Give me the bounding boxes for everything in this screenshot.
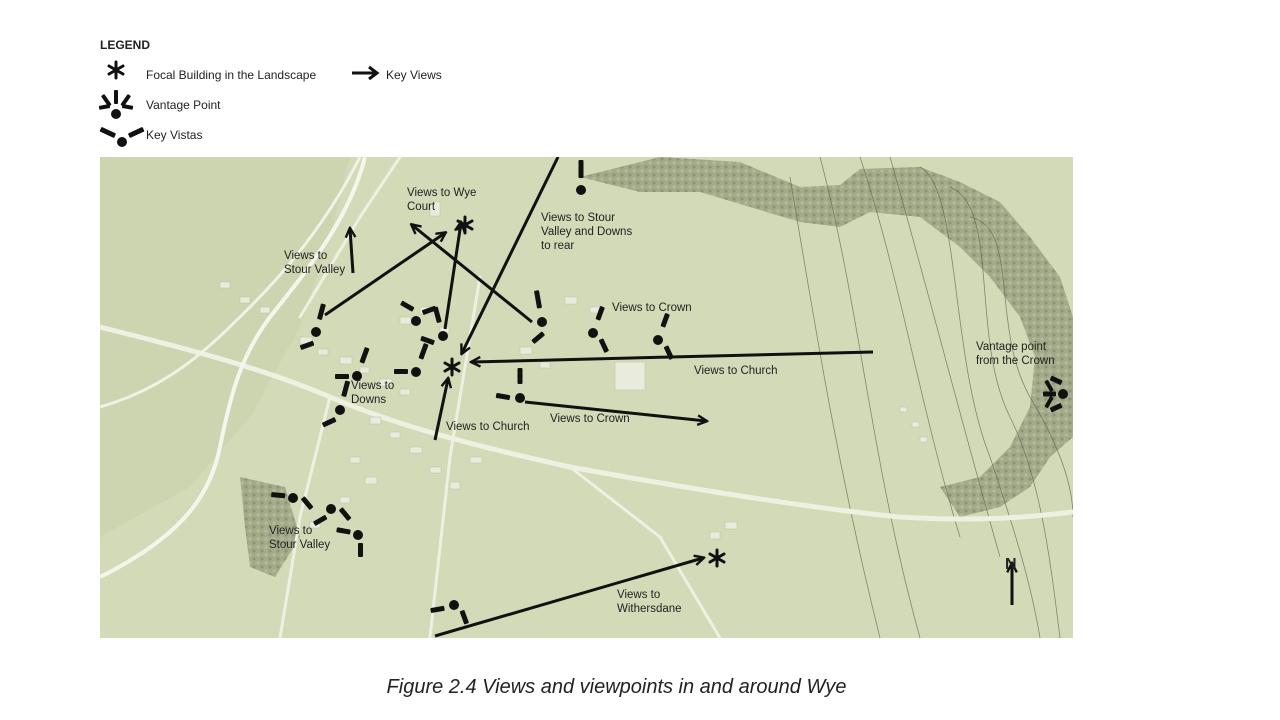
- vantage-point-icon: [98, 90, 134, 119]
- key-vista-icon: [99, 127, 145, 147]
- label-vantage-point-crown: Vantage point from the Crown: [976, 341, 1055, 367]
- figure-caption: Figure 2.4 Views and viewpoints in and a…: [386, 676, 847, 698]
- vista-marker: [299, 303, 326, 350]
- key-vista-markers: [271, 160, 674, 625]
- roads: [100, 157, 1073, 638]
- label-views-crown-lower: Views to Crown: [550, 413, 630, 425]
- vista-marker: [400, 300, 437, 326]
- river: [100, 157, 367, 579]
- vista-marker: [531, 290, 547, 344]
- contour-lines: [789, 157, 1073, 638]
- focal-building-withersdane: [708, 548, 726, 568]
- label-views-stour-valley-top: Views to Stour Valley: [284, 250, 346, 276]
- arrow-right-icon: [352, 65, 380, 81]
- vista-marker: [335, 347, 370, 381]
- vista-marker: [394, 343, 429, 377]
- label-views-wye-court: Views to Wye Court: [407, 187, 477, 213]
- vista-marker: [576, 160, 586, 195]
- legend-label-key-vistas: Key Vistas: [146, 128, 203, 142]
- vista-marker: [653, 313, 674, 360]
- vista-marker: [430, 600, 469, 625]
- legend-title: LEGEND: [100, 38, 151, 52]
- label-views-stour-downs-rear: Views to Stour Valley and Downs to rear: [541, 212, 633, 252]
- label-views-crown-upper: Views to Crown: [612, 302, 692, 314]
- focal-building-wye-court: [456, 215, 474, 235]
- map-graphics: [100, 157, 1073, 638]
- vista-marker: [271, 492, 314, 510]
- label-views-withersdane: Views to Withersdane: [617, 589, 682, 615]
- asterisk-icon: [107, 60, 125, 80]
- vista-marker: [322, 380, 350, 428]
- vista-marker: [336, 527, 363, 557]
- legend-label-vantage-point: Vantage Point: [146, 98, 221, 112]
- focal-building-church: [443, 357, 461, 377]
- vista-marker: [420, 306, 448, 345]
- label-views-church-right: Views to Church: [694, 365, 778, 377]
- label-views-downs: Views to Downs: [351, 380, 395, 406]
- key-view-arrows: [324, 157, 1012, 638]
- legend-label-key-views: Key Views: [386, 68, 442, 82]
- legend-label-focal-building: Focal Building in the Landscape: [146, 68, 317, 82]
- woodland: [240, 157, 1073, 577]
- vantage-point-crown: [1043, 375, 1068, 413]
- map-panel: Views to Wye Court Views to Stour Valley…: [100, 157, 1073, 638]
- vista-marker: [313, 504, 352, 526]
- label-views-stour-valley-bottom: Views to Stour Valley: [269, 525, 331, 551]
- vista-marker: [588, 306, 609, 353]
- vista-marker: [495, 368, 525, 403]
- north-arrow-label: N: [1005, 556, 1017, 573]
- label-views-church-center: Views to Church: [446, 421, 530, 433]
- focal-building-markers: [443, 215, 726, 568]
